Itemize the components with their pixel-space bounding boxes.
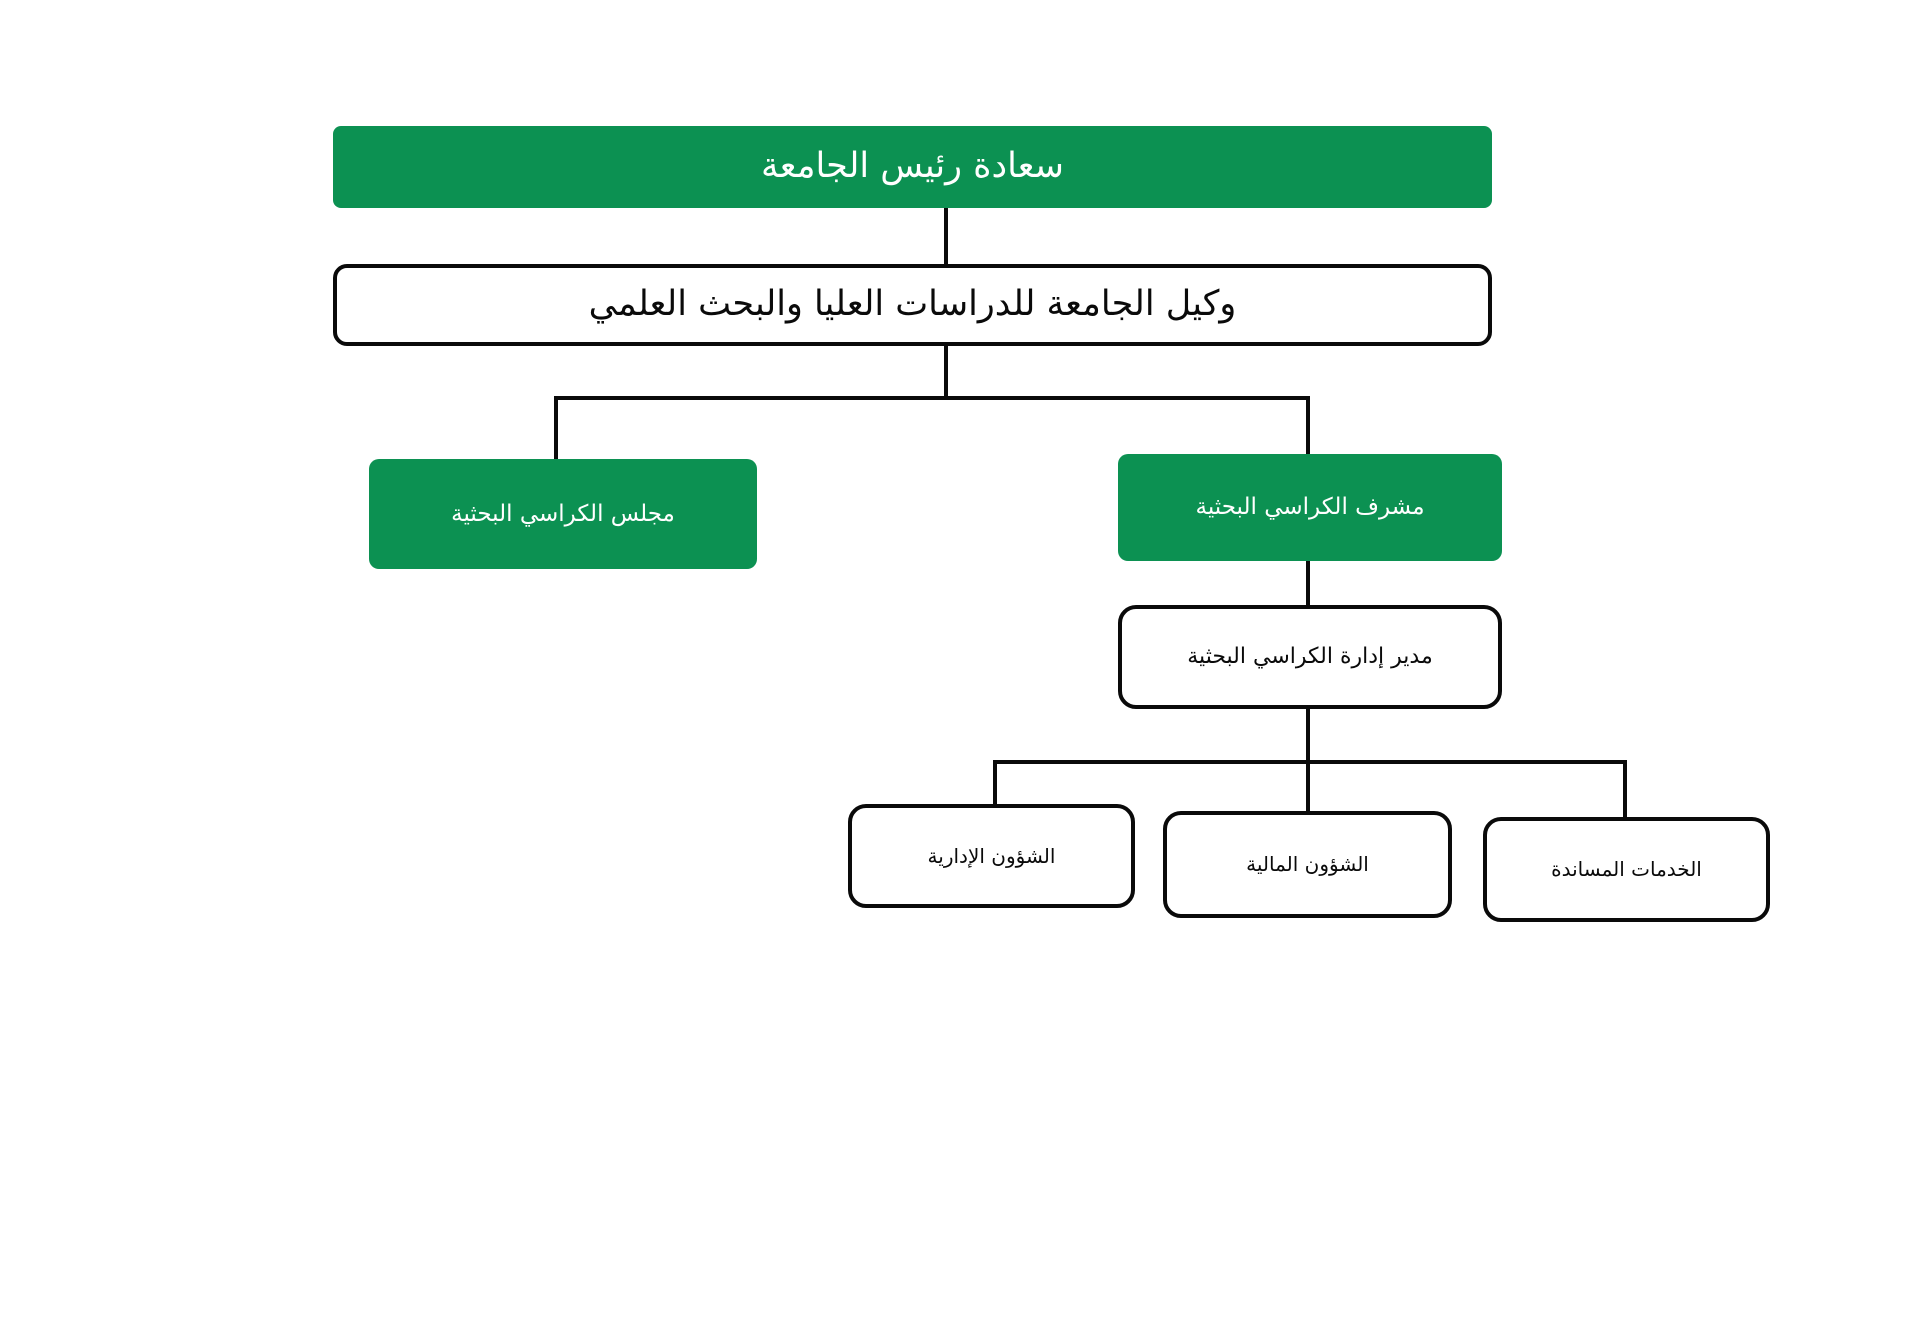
org-node-chairs-manager-label: مدير إدارة الكراسي البحثية — [1187, 644, 1433, 670]
connector-to-chairs-supervisor — [1306, 396, 1310, 458]
org-node-support-services[interactable]: الخدمات المساندة — [1483, 817, 1770, 922]
org-node-support-services-label: الخدمات المساندة — [1551, 857, 1702, 881]
connector-president-to-vice-president — [944, 207, 948, 265]
connector-manager-split-bar — [993, 760, 1627, 764]
connector-supervisor-to-manager — [1306, 560, 1310, 607]
connector-to-chairs-council — [554, 396, 558, 462]
org-node-president-label: سعادة رئيس الجامعة — [761, 146, 1064, 187]
org-node-vice-president[interactable]: وكيل الجامعة للدراسات العليا والبحث العل… — [333, 264, 1492, 346]
org-node-vice-president-label: وكيل الجامعة للدراسات العليا والبحث العل… — [588, 284, 1237, 325]
org-node-chairs-council[interactable]: مجلس الكراسي البحثية — [369, 459, 757, 569]
connector-vice-president-stem — [944, 345, 948, 399]
connector-to-support-services — [1623, 760, 1627, 820]
org-node-chairs-supervisor-label: مشرف الكراسي البحثية — [1195, 494, 1425, 521]
org-node-president[interactable]: سعادة رئيس الجامعة — [333, 126, 1492, 208]
connector-to-admin-affairs — [993, 760, 997, 808]
connector-manager-stem — [1306, 709, 1310, 763]
connector-vice-president-split-bar — [554, 396, 1310, 400]
org-node-chairs-supervisor[interactable]: مشرف الكراسي البحثية — [1118, 454, 1502, 561]
org-node-admin-affairs-label: الشؤون الإدارية — [927, 843, 1056, 868]
org-node-chairs-council-label: مجلس الكراسي البحثية — [451, 500, 675, 527]
connector-to-financial-affairs — [1306, 760, 1310, 814]
org-node-admin-affairs[interactable]: الشؤون الإدارية — [848, 804, 1135, 908]
org-node-financial-affairs-label: الشؤون المالية — [1246, 852, 1369, 876]
org-node-financial-affairs[interactable]: الشؤون المالية — [1163, 811, 1452, 918]
org-node-chairs-manager[interactable]: مدير إدارة الكراسي البحثية — [1118, 605, 1502, 709]
